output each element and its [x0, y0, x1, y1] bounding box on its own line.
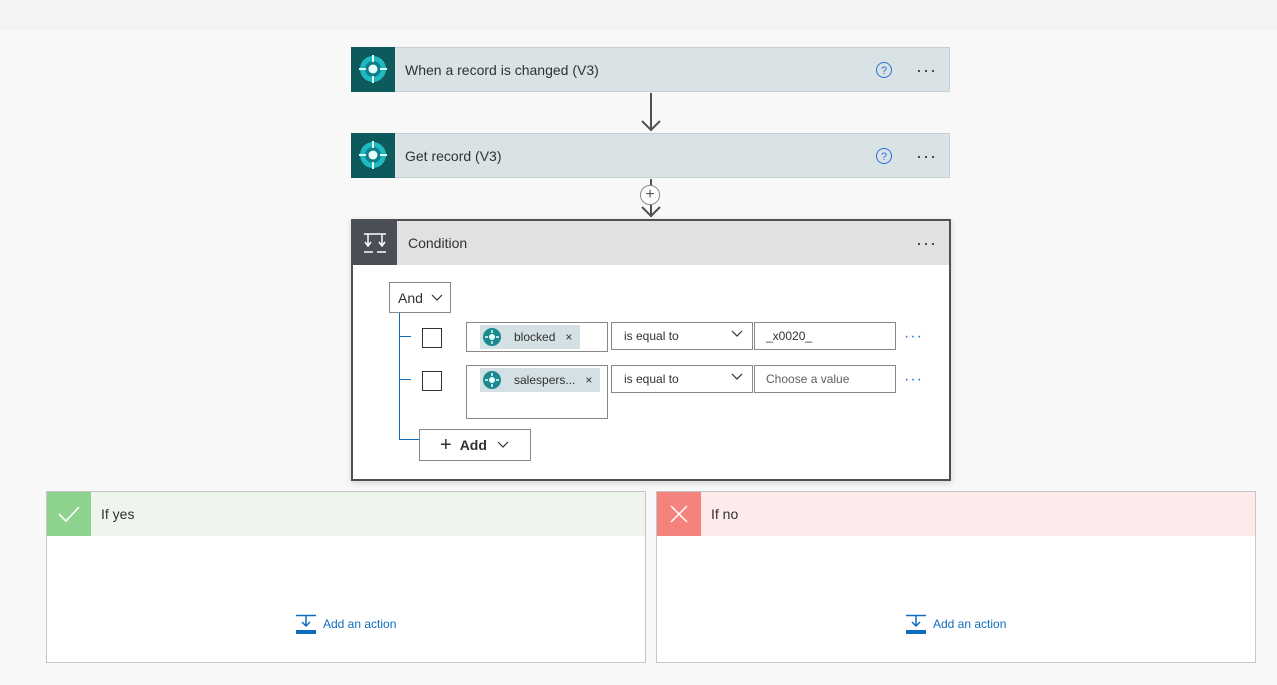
get-record-step-card[interactable]: Get record (V3) ? ··· [351, 132, 950, 178]
plus-icon: + [440, 434, 452, 456]
right-operand-field[interactable]: Choose a value [754, 365, 896, 393]
insert-step-button[interactable]: + [640, 185, 660, 205]
connector-line [650, 93, 652, 130]
top-band [0, 0, 1277, 30]
trigger-more-button[interactable]: ··· [916, 59, 937, 80]
tree-branch-line [399, 379, 411, 380]
condition-header[interactable]: Condition ··· [353, 221, 949, 265]
tree-line [399, 313, 400, 439]
operator-select[interactable]: is equal to [611, 322, 753, 350]
business-central-icon [351, 46, 395, 92]
add-action-label: Add an action [933, 617, 1007, 631]
condition-icon [353, 221, 397, 265]
operator-select[interactable]: is equal to [611, 365, 753, 393]
tree-branch-line [399, 336, 411, 337]
trigger-step-title: When a record is changed (V3) [405, 61, 599, 78]
if-yes-branch: If yes Add an action [46, 491, 646, 663]
close-icon [657, 492, 701, 536]
add-action-icon [906, 614, 926, 634]
condition-more-button[interactable]: ··· [916, 233, 937, 253]
remove-token-icon[interactable]: × [565, 330, 573, 344]
if-yes-title: If yes [101, 506, 135, 522]
get-record-step-title: Get record (V3) [405, 147, 502, 164]
dynamic-content-token[interactable]: salespers... × [480, 368, 601, 392]
dynamic-content-token[interactable]: blocked × [480, 325, 581, 349]
add-action-icon [296, 614, 316, 634]
token-label: blocked [514, 330, 556, 344]
add-condition-button[interactable]: + Add [419, 429, 531, 461]
add-action-label: Add an action [323, 617, 397, 631]
condition-title: Condition [408, 235, 468, 251]
if-no-branch: If no Add an action [656, 491, 1256, 663]
left-operand-field[interactable]: blocked × [466, 322, 608, 352]
token-label: salespers... [514, 373, 576, 387]
add-action-button[interactable]: Add an action [905, 614, 1006, 634]
if-no-title: If no [711, 506, 739, 522]
operator-value: is equal to [624, 329, 679, 343]
chevron-down-icon [431, 294, 443, 301]
help-icon[interactable]: ? [876, 147, 893, 164]
row-more-button[interactable]: ··· [904, 371, 923, 388]
row-checkbox[interactable] [422, 371, 442, 391]
chevron-down-icon [731, 330, 743, 337]
help-icon[interactable]: ? [876, 61, 893, 78]
business-central-icon [483, 371, 501, 389]
row-checkbox[interactable] [422, 328, 442, 348]
left-operand-field[interactable]: salespers... × [466, 365, 608, 419]
row-more-button[interactable]: ··· [904, 328, 923, 345]
trigger-step-card[interactable]: When a record is changed (V3) ? ··· [351, 46, 950, 92]
group-operator-value: And [398, 289, 423, 306]
if-yes-header[interactable]: If yes [47, 492, 645, 536]
operator-value: is equal to [624, 372, 679, 386]
group-operator-select[interactable]: And [389, 282, 451, 313]
add-action-button[interactable]: Add an action [295, 614, 396, 634]
if-no-header[interactable]: If no [657, 492, 1255, 536]
arrow-down-icon [641, 120, 661, 132]
right-operand-field[interactable]: _x0020_ [754, 322, 896, 350]
tree-branch-line [399, 439, 419, 440]
arrow-down-icon [641, 206, 661, 218]
condition-card: Condition ··· And blocked × is equal to … [351, 219, 951, 481]
business-central-icon [351, 132, 395, 178]
remove-token-icon[interactable]: × [585, 373, 593, 387]
chevron-down-icon [497, 441, 509, 448]
chevron-down-icon [731, 373, 743, 380]
business-central-icon [483, 328, 501, 346]
checkmark-icon [47, 492, 91, 536]
add-button-label: Add [459, 437, 487, 453]
get-record-more-button[interactable]: ··· [916, 145, 937, 166]
